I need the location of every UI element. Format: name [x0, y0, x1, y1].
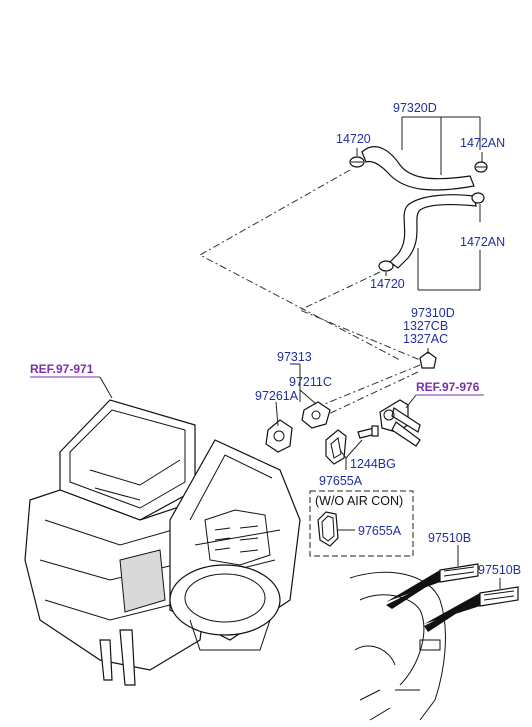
- gasket-97655A[interactable]: [325, 429, 347, 465]
- label-97313[interactable]: 97313: [277, 350, 312, 364]
- label-1244BG[interactable]: 1244BG: [350, 457, 396, 471]
- inset-without-air-con: (W/O AIR CON): [309, 490, 414, 557]
- label-97510B-1[interactable]: 97510B: [428, 531, 471, 545]
- hose-clamp-14720-top[interactable]: [349, 156, 365, 168]
- hose-clamp-1472AN-mid[interactable]: [471, 192, 485, 204]
- heater-blower-unit[interactable]: [24, 399, 301, 686]
- ref-97-971-text[interactable]: REF.97-971: [30, 362, 94, 376]
- label-97655A-inset[interactable]: 97655A: [358, 524, 402, 538]
- duct-seal-97211C[interactable]: [301, 401, 331, 429]
- label-1327CB[interactable]: 1327CB: [403, 319, 448, 333]
- vehicle-rear-view: [349, 571, 446, 721]
- label-97310D[interactable]: 97310D: [411, 306, 455, 320]
- part-labels: 97320D 14720 1472AN 1472AN 14720 97310D …: [255, 101, 521, 577]
- label-97510B-2[interactable]: 97510B: [478, 563, 521, 577]
- label-1327AC[interactable]: 1327AC: [403, 332, 448, 346]
- label-1472AN-mid[interactable]: 1472AN: [460, 235, 505, 249]
- label-97655A[interactable]: 97655A: [319, 474, 363, 488]
- ref-heater-unit[interactable]: REF.97-971: [30, 362, 113, 399]
- label-14720-top[interactable]: 14720: [336, 132, 371, 146]
- label-97261A[interactable]: 97261A: [255, 389, 299, 403]
- label-97211C[interactable]: 97211C: [289, 375, 332, 389]
- label-14720-bottom[interactable]: 14720: [370, 277, 405, 291]
- heater-pipe-assembly[interactable]: [379, 399, 421, 447]
- hose-clamp-14720-bottom[interactable]: [378, 260, 394, 272]
- ref-97-976-text[interactable]: REF.97-976: [416, 380, 480, 394]
- hose-clamp-1472AN-top[interactable]: [474, 161, 488, 173]
- label-1472AN-top[interactable]: 1472AN: [460, 136, 505, 150]
- heater-hoses-group: [349, 116, 488, 369]
- label-97320D[interactable]: 97320D: [393, 101, 437, 115]
- bolt-1244BG[interactable]: [357, 425, 379, 439]
- emblem-97510B-2[interactable]: [424, 578, 519, 632]
- gasket-97655A-inset[interactable]: [317, 511, 339, 547]
- grommet-1327[interactable]: [419, 351, 437, 369]
- connection-lines: [198, 169, 421, 419]
- ref-heater-pipe[interactable]: REF.97-976: [405, 380, 484, 409]
- emblem-97510B-1[interactable]: [386, 545, 479, 609]
- duct-seal-97261A[interactable]: [265, 419, 293, 453]
- inset-title: (W/O AIR CON): [315, 494, 403, 508]
